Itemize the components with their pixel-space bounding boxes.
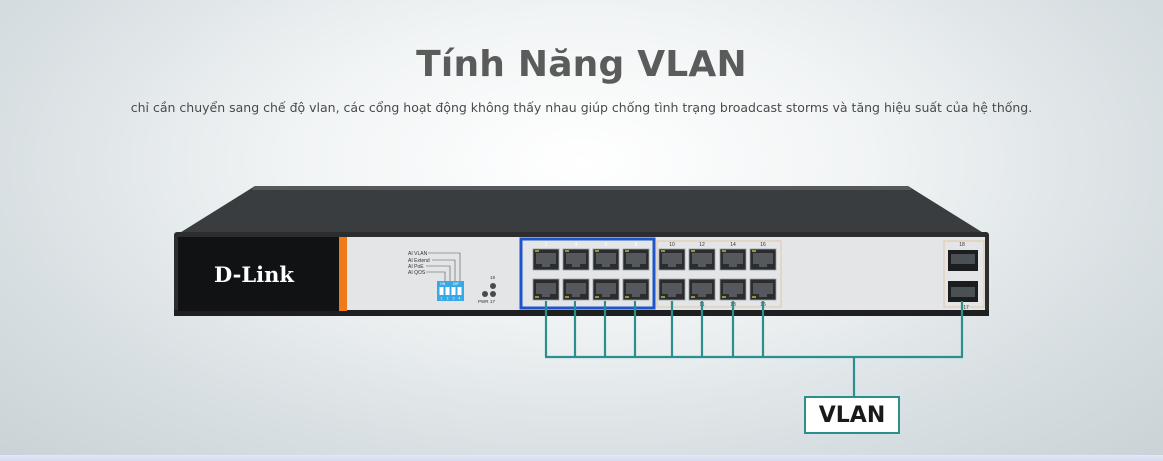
rj45-ports — [532, 248, 777, 301]
dip-labels: AI VLAN AI Extend AI PoE AI QOS — [408, 251, 430, 276]
dip-num-2: 2 — [447, 297, 449, 301]
vlan-label-box: VLAN — [804, 396, 900, 434]
vlan-connection-lines — [544, 301, 964, 397]
port-label-top: 4 — [575, 242, 578, 248]
dip-dip-label: DIP — [453, 282, 460, 286]
port-label-top: 8 — [635, 242, 638, 248]
switch-bottom-edge — [174, 310, 989, 316]
rj45-port[interactable] — [532, 248, 560, 271]
rj45-port[interactable] — [592, 248, 620, 271]
vlan-port-group-outline — [519, 237, 656, 310]
port-label-top: 10 — [669, 242, 675, 248]
port-label-bottom: 5 — [605, 302, 608, 308]
switch-top-cover — [178, 186, 985, 234]
led-pwr — [482, 291, 488, 297]
dip-num-4: 4 — [459, 297, 461, 301]
rj45-port[interactable] — [688, 248, 716, 271]
rj45-port[interactable] — [562, 248, 590, 271]
dip-label-qos: AI QOS — [408, 270, 426, 276]
dip-on-label: ON — [440, 282, 446, 286]
bottom-band — [0, 455, 1163, 461]
led-18 — [490, 283, 496, 289]
port-label-top: 16 — [760, 242, 766, 248]
led-label-18: 18 — [490, 275, 496, 280]
rj45-port[interactable] — [719, 278, 747, 301]
rj45-port[interactable] — [749, 248, 777, 271]
dip-num-3: 3 — [453, 297, 455, 301]
orange-accent-strip — [339, 237, 347, 311]
status-leds — [482, 283, 496, 297]
port-label-top: 6 — [605, 242, 608, 248]
dip-switch[interactable] — [437, 281, 464, 301]
rj45-port[interactable] — [658, 278, 686, 301]
dip-label-poe: AI PoE — [408, 264, 424, 270]
dip-label-vlan: AI VLAN — [408, 251, 428, 257]
rj45-port[interactable] — [719, 248, 747, 271]
switch-top-highlight — [252, 186, 912, 190]
dlink-logo: D-Link — [214, 262, 294, 287]
port-label-top: 2 — [545, 242, 548, 248]
rj45-port[interactable] — [592, 278, 620, 301]
logo-panel — [178, 237, 340, 311]
rj45-port[interactable] — [749, 278, 777, 301]
dip-leader-lines — [426, 252, 461, 282]
port-label-bottom: 7 — [635, 302, 638, 308]
led-label-pwr: PWR — [478, 299, 489, 304]
dip-label-extend: AI Extend — [408, 258, 430, 264]
sfp-group-outline — [943, 240, 985, 308]
port-label-top: 12 — [699, 242, 705, 248]
page-subtitle: chỉ cần chuyển sang chế độ vlan, các cổn… — [130, 100, 1033, 115]
port-label-top: 14 — [730, 242, 736, 248]
led-label-17: 17 — [490, 299, 496, 304]
sfp-label-18: 18 — [959, 242, 965, 248]
rj45-port[interactable] — [622, 248, 650, 271]
rj45-port[interactable] — [688, 278, 716, 301]
port-group-outline — [656, 240, 782, 308]
rj45-port[interactable] — [532, 278, 560, 301]
led-17 — [490, 291, 496, 297]
port-label-bottom: 3 — [575, 302, 578, 308]
sfp-label-17: 17 — [963, 305, 969, 311]
page-title: Tính Năng VLAN — [416, 44, 747, 85]
dip-num-1: 1 — [441, 297, 443, 301]
rj45-port[interactable] — [562, 278, 590, 301]
rj45-port[interactable] — [622, 278, 650, 301]
rj45-port[interactable] — [658, 248, 686, 271]
dip-toggles — [439, 287, 462, 295]
